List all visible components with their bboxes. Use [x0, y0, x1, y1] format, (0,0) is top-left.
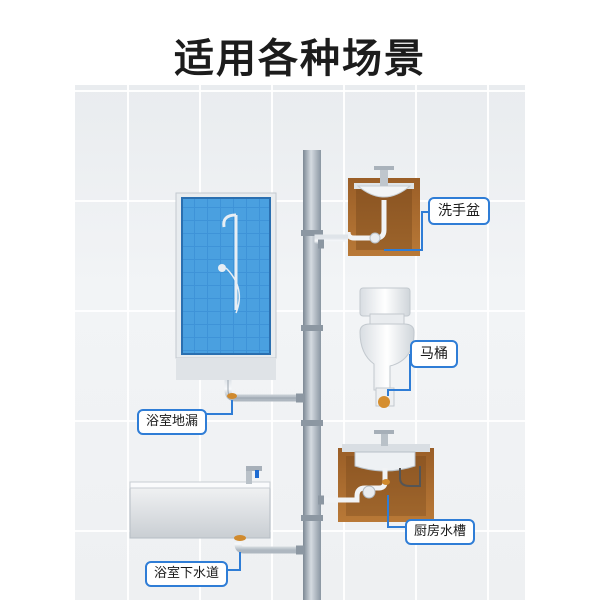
shower-enclosure — [175, 192, 302, 402]
label-shower-drain: 浴室地漏 — [137, 409, 208, 435]
page-title: 适用各种场景 — [174, 36, 426, 82]
main-stack-pipe — [303, 150, 321, 600]
kitchen-sink-cabinet — [323, 430, 434, 522]
washbasin-cabinet — [314, 166, 420, 256]
toilet — [325, 287, 415, 412]
bathtub — [129, 466, 304, 554]
label-washbasin: 洗手盆 — [428, 197, 490, 225]
label-toilet: 马桶 — [410, 340, 458, 368]
label-bathtub-drain: 浴室下水道 — [145, 561, 229, 587]
label-kitchen-sink: 厨房水槽 — [405, 519, 476, 545]
